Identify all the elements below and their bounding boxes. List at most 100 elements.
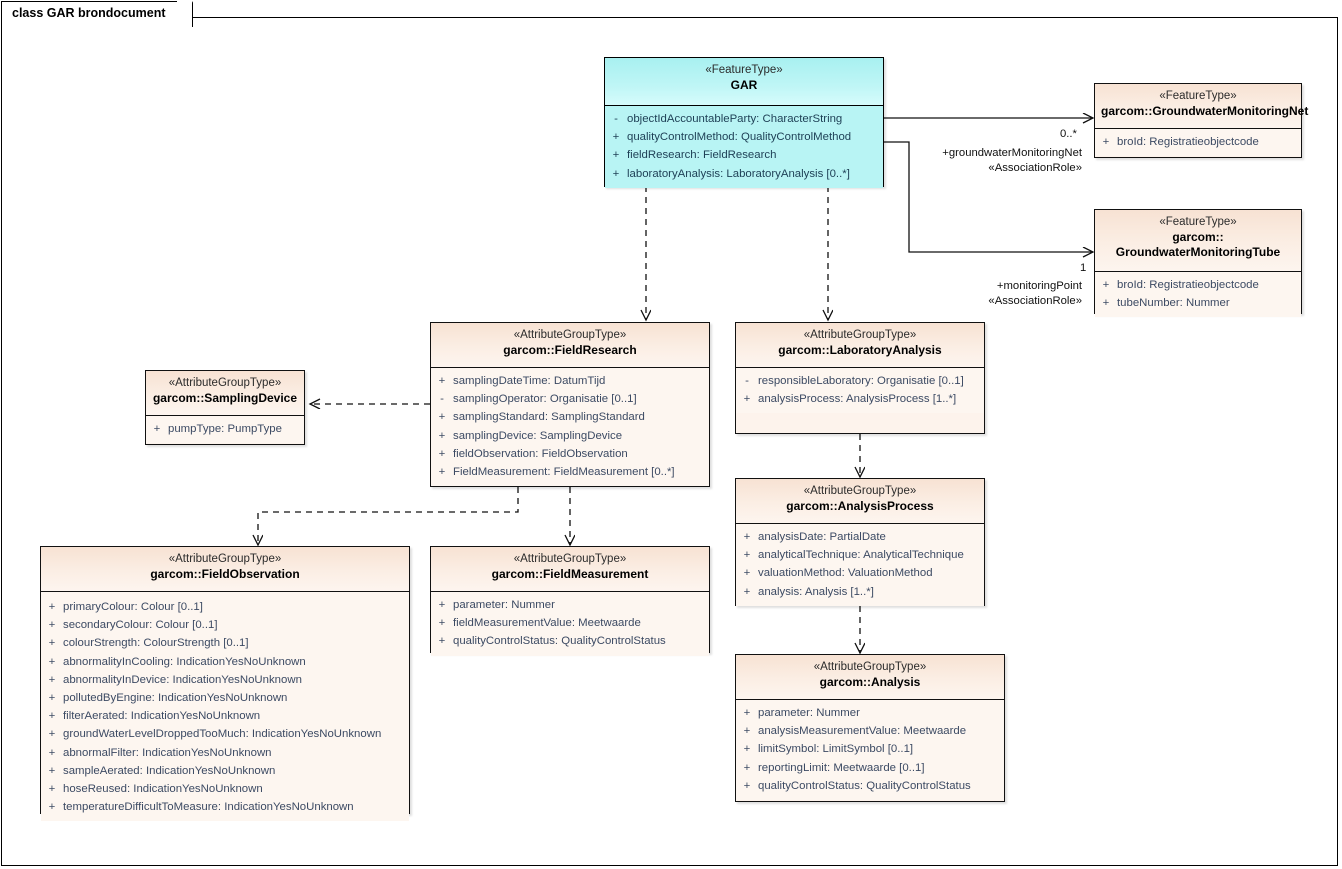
attribute-row: + abnormalityInDevice: IndicationYesNoUn… — [41, 671, 409, 689]
attribute-text: analysis: Analysis [1..*] — [758, 585, 874, 598]
attribute-text: fieldMeasurementValue: Meetwaarde — [453, 617, 641, 630]
visibility-marker: + — [48, 728, 56, 741]
class-analysis-process[interactable]: «AttributeGroupType» garcom::AnalysisPro… — [735, 478, 985, 606]
visibility-marker: + — [48, 619, 56, 632]
visibility-marker: + — [612, 149, 620, 162]
role-stereotype-groundwater-monitoring-net: «AssociationRole» — [988, 162, 1082, 175]
class-laboratory-analysis[interactable]: «AttributeGroupType» garcom::LaboratoryA… — [735, 322, 985, 434]
multiplicity-gwmnet: 0..* — [1060, 128, 1077, 140]
class-field-observation-header: «AttributeGroupType» garcom::FieldObserv… — [41, 547, 409, 592]
class-gar[interactable]: «FeatureType» GAR - objectIdAccountableP… — [604, 57, 884, 188]
class-field-measurement-attributes: + parameter: Nummer + fieldMeasurementVa… — [431, 592, 709, 656]
visibility-marker: + — [48, 637, 56, 650]
visibility-marker: + — [48, 782, 56, 795]
diagram-title: class GAR brondocument — [12, 6, 166, 20]
visibility-marker: + — [743, 707, 751, 719]
attribute-row: + broId: Registratieobjectcode — [1095, 276, 1301, 294]
multiplicity-gwmtube: 1 — [1080, 262, 1087, 274]
class-analysis[interactable]: «AttributeGroupType» garcom::Analysis + … — [735, 654, 1005, 802]
attribute-text: reportingLimit: Meetwaarde [0..1] — [758, 761, 925, 774]
class-field-observation[interactable]: «AttributeGroupType» garcom::FieldObserv… — [40, 546, 410, 822]
role-stereotype-monitoring-point: «AssociationRole» — [988, 295, 1082, 308]
visibility-marker: + — [612, 167, 620, 180]
attribute-text: pollutedByEngine: IndicationYesNoUnknown — [63, 691, 288, 704]
attribute-row: + abnormalityInCooling: IndicationYesNoU… — [41, 653, 409, 671]
visibility-marker: + — [743, 549, 751, 562]
class-field-research-attributes: + samplingDateTime: DatumTijd - sampling… — [431, 368, 709, 487]
visibility-marker: + — [48, 601, 56, 613]
attribute-row: + broId: Registratieobjectcode — [1095, 133, 1301, 151]
attribute-text: samplingDevice: SamplingDevice — [453, 429, 623, 442]
attribute-row: + laboratoryAnalysis: LaboratoryAnalysis… — [605, 165, 883, 183]
class-groundwater-monitoring-tube-name-line1: garcom:: — [1172, 229, 1224, 244]
attribute-row: + analysisProcess: AnalysisProcess [1..*… — [736, 390, 984, 408]
class-field-observation-name: garcom::FieldObservation — [150, 566, 300, 581]
attribute-text: secondaryColour: Colour [0..1] — [63, 619, 218, 632]
attribute-row: + fieldResearch: FieldResearch — [605, 146, 883, 164]
attribute-text: sampleAerated: IndicationYesNoUnknown — [63, 764, 276, 777]
attribute-row: - samplingOperator: Organisatie [0..1] — [431, 390, 709, 408]
attribute-text: analysisMeasurementValue: Meetwaarde — [758, 725, 967, 738]
class-gar-name: GAR — [730, 77, 758, 92]
attribute-text: fieldResearch: FieldResearch — [627, 149, 777, 162]
class-analysis-process-attributes: + analysisDate: PartialDate + analytical… — [736, 524, 984, 606]
class-field-measurement[interactable]: «AttributeGroupType» garcom::FieldMeasur… — [430, 546, 710, 656]
attribute-text: abnormalityInCooling: IndicationYesNoUnk… — [63, 655, 306, 668]
attribute-text: parameter: Nummer — [758, 707, 860, 719]
attribute-row: - objectIdAccountableParty: CharacterStr… — [605, 110, 883, 128]
attribute-row: + pumpType: PumpType — [146, 420, 304, 438]
attribute-row: + temperatureDifficultToMeasure: Indicat… — [41, 798, 409, 816]
attribute-text: primaryColour: Colour [0..1] — [63, 601, 203, 613]
class-gar-attributes: - objectIdAccountableParty: CharacterStr… — [605, 106, 883, 188]
class-laboratory-analysis-attributes: - responsibleLaboratory: Organisatie [0.… — [736, 368, 984, 414]
attribute-row: + analyticalTechnique: AnalyticalTechniq… — [736, 546, 984, 564]
visibility-marker: + — [743, 393, 751, 406]
class-analysis-process-name: garcom::AnalysisProcess — [786, 498, 934, 513]
class-analysis-stereotype: «AttributeGroupType» — [813, 661, 927, 673]
class-field-measurement-stereotype: «AttributeGroupType» — [513, 553, 627, 565]
visibility-marker: + — [743, 743, 751, 756]
visibility-marker: + — [438, 599, 446, 611]
attribute-text: parameter: Nummer — [453, 599, 555, 611]
class-groundwater-monitoring-tube[interactable]: «FeatureType» garcom:: GroundwaterMonito… — [1094, 209, 1302, 318]
class-groundwater-monitoring-tube-attributes: + broId: Registratieobjectcode + tubeNum… — [1095, 272, 1301, 318]
visibility-marker: + — [1102, 297, 1110, 310]
visibility-marker: + — [153, 423, 161, 435]
visibility-marker: + — [48, 764, 56, 777]
class-field-measurement-header: «AttributeGroupType» garcom::FieldMeasur… — [431, 547, 709, 592]
class-sampling-device-stereotype: «AttributeGroupType» — [168, 377, 282, 389]
class-field-observation-attributes: + primaryColour: Colour [0..1] + seconda… — [41, 592, 409, 822]
attribute-row: + fieldObservation: FieldObservation — [431, 445, 709, 463]
class-field-research[interactable]: «AttributeGroupType» garcom::FieldResear… — [430, 322, 710, 487]
class-field-measurement-name: garcom::FieldMeasurement — [491, 566, 649, 581]
visibility-marker: + — [743, 567, 751, 580]
role-label-monitoring-point: +monitoringPoint «AssociationRole» — [860, 279, 1082, 310]
attribute-row: + tubeNumber: Nummer — [1095, 294, 1301, 312]
attribute-text: objectIdAccountableParty: CharacterStrin… — [627, 113, 843, 125]
visibility-marker: + — [1102, 279, 1110, 291]
visibility-marker: + — [743, 779, 751, 792]
attribute-row: - responsibleLaboratory: Organisatie [0.… — [736, 372, 984, 390]
visibility-marker: + — [743, 585, 751, 598]
diagram-frame — [1, 17, 1338, 866]
visibility-marker: + — [438, 617, 446, 630]
attribute-text: samplingOperator: Organisatie [0..1] — [453, 393, 637, 406]
attribute-row: + pollutedByEngine: IndicationYesNoUnkno… — [41, 689, 409, 707]
attribute-text: samplingDateTime: DatumTijd — [453, 375, 606, 387]
attribute-text: groundWaterLevelDroppedTooMuch: Indicati… — [63, 728, 382, 741]
class-groundwater-monitoring-net[interactable]: «FeatureType» garcom::GroundwaterMonitor… — [1094, 83, 1308, 158]
class-groundwater-monitoring-tube-name-line2: GroundwaterMonitoringTube — [1115, 245, 1281, 260]
visibility-marker: + — [438, 411, 446, 424]
attribute-row: + analysis: Analysis [1..*] — [736, 583, 984, 601]
class-field-research-name: garcom::FieldResearch — [503, 342, 637, 357]
class-field-observation-stereotype: «AttributeGroupType» — [168, 553, 282, 565]
attribute-row: + abnormalFilter: IndicationYesNoUnknown — [41, 744, 409, 762]
visibility-marker: + — [48, 801, 56, 814]
class-sampling-device[interactable]: «AttributeGroupType» garcom::SamplingDev… — [145, 370, 305, 445]
visibility-marker: + — [438, 465, 446, 478]
class-sampling-device-header: «AttributeGroupType» garcom::SamplingDev… — [146, 371, 304, 416]
visibility-marker: + — [438, 447, 446, 460]
class-sampling-device-name: garcom::SamplingDevice — [152, 390, 298, 405]
attribute-row: + limitSymbol: LimitSymbol [0..1] — [736, 740, 1004, 758]
attribute-text: laboratoryAnalysis: LaboratoryAnalysis [… — [627, 167, 850, 180]
